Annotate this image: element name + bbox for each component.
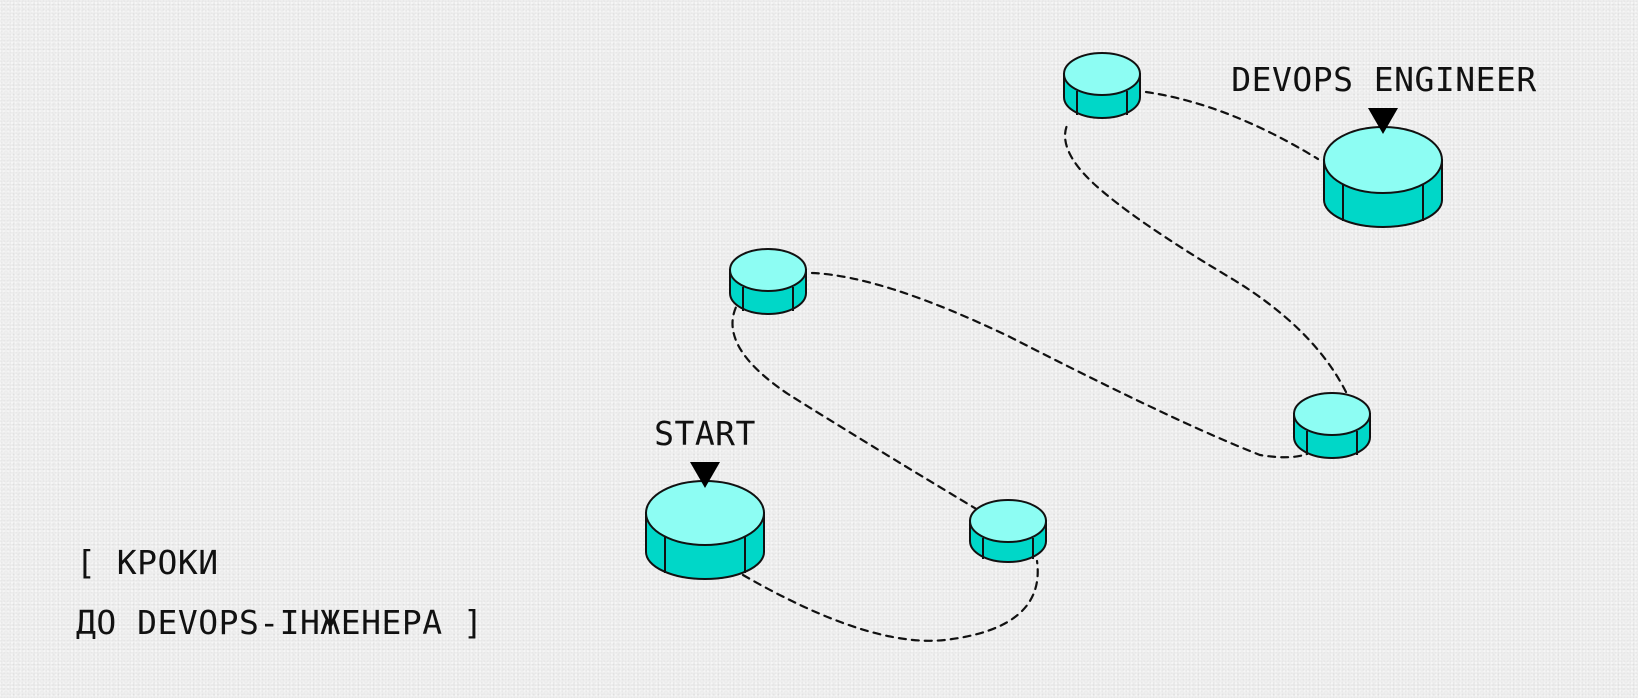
start-label: START <box>654 414 756 453</box>
path-step-4-to-goal <box>1144 90 1320 161</box>
goal-marker-icon <box>1368 108 1398 134</box>
roadmap-path <box>731 90 1348 642</box>
node-step-2 <box>729 248 807 315</box>
caption-line-1: [ КРОКИ <box>76 543 219 582</box>
caption-line-2: ДО DEVOPS-ІНЖЕНЕРА ] <box>76 603 484 642</box>
node-step-3 <box>1293 392 1371 459</box>
path-step-3-to-step-4 <box>1063 121 1348 394</box>
path-step-2-to-step-3 <box>810 271 1309 459</box>
node-goal: DEVOPS ENGINEER <box>1231 60 1537 228</box>
path-start-to-step-1 <box>741 559 1039 642</box>
goal-label: DEVOPS ENGINEER <box>1231 60 1537 99</box>
node-step-1 <box>969 499 1047 563</box>
node-step-4 <box>1063 52 1141 119</box>
node-start: START <box>645 414 765 580</box>
path-step-1-to-step-2 <box>731 301 980 512</box>
start-marker-icon <box>690 462 720 488</box>
